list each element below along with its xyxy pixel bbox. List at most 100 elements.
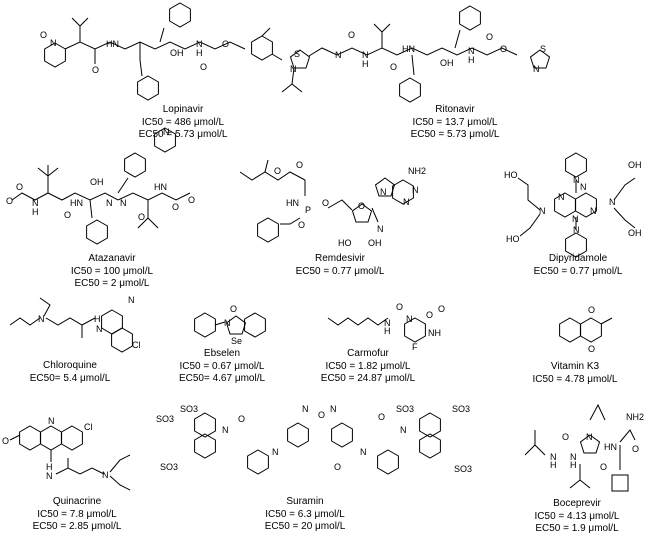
svg-text:O: O xyxy=(500,44,507,54)
svg-text:HO: HO xyxy=(504,170,518,180)
ic50-value: IC50 = 1.82 μmol/L xyxy=(325,360,411,372)
ec50-value: EC50 = 5.73 μmol/L xyxy=(410,129,500,140)
svg-text:N: N xyxy=(272,447,279,457)
svg-text:H: H xyxy=(94,314,101,324)
svg-text:H: H xyxy=(550,460,557,470)
svg-text:O: O xyxy=(2,436,9,446)
svg-text:H: H xyxy=(384,326,391,336)
ec50-value: EC50 = 20 μmol/L xyxy=(264,521,346,532)
svg-text:N: N xyxy=(32,198,39,208)
compound-name: Ebselen xyxy=(203,348,241,359)
ritonavir-structure: SN NO NH OHN OH NH OO SN xyxy=(281,5,550,103)
chloroquine-structure: N HN NCl xyxy=(9,295,141,353)
svg-text:HN: HN xyxy=(106,39,119,49)
svg-text:H: H xyxy=(46,462,53,472)
svg-text:N: N xyxy=(539,206,546,216)
svg-text:SO3: SO3 xyxy=(160,462,178,472)
lopinavir-caption: Lopinavir IC50 = 486 μmol/L EC50 = 5.73 … xyxy=(139,104,228,142)
svg-text:N: N xyxy=(302,404,309,414)
svg-text:N: N xyxy=(128,295,135,305)
svg-text:O: O xyxy=(632,444,639,454)
svg-text:O: O xyxy=(172,202,179,212)
svg-text:N: N xyxy=(48,416,55,426)
svg-text:O: O xyxy=(6,196,13,206)
svg-text:O: O xyxy=(40,30,47,40)
svg-text:S: S xyxy=(294,49,300,59)
svg-text:N: N xyxy=(38,314,45,324)
ic50-value: IC50 = 7.8 μmol/L xyxy=(37,508,117,520)
svg-text:O: O xyxy=(588,344,595,354)
svg-text:O: O xyxy=(396,302,403,312)
svg-text:N: N xyxy=(590,206,597,216)
svg-text:N: N xyxy=(222,425,229,435)
svg-text:N: N xyxy=(412,185,419,195)
svg-text:Cl: Cl xyxy=(132,340,141,350)
svg-text:OH: OH xyxy=(628,160,642,170)
svg-text:O: O xyxy=(92,65,99,75)
svg-text:O: O xyxy=(16,182,23,192)
compound-name: Vitamin K3 xyxy=(550,361,600,372)
svg-text:SO3: SO3 xyxy=(180,404,198,414)
svg-text:S: S xyxy=(540,44,546,54)
svg-text:H: H xyxy=(32,207,39,217)
svg-text:N: N xyxy=(46,471,53,481)
svg-text:SO3: SO3 xyxy=(156,414,174,424)
svg-text:O: O xyxy=(318,410,325,420)
ritonavir-caption: Ritonavir IC50 = 13.7 μmol/L EC50 = 5.73… xyxy=(411,104,500,142)
svg-text:HN: HN xyxy=(286,198,299,208)
compound-name: Carmofur xyxy=(347,348,389,359)
ec50-value: EC50 = 24.87 μmol/L xyxy=(320,373,416,384)
compound-name: Boceprevir xyxy=(553,498,601,509)
compound-name: Lopinavir xyxy=(162,104,204,115)
svg-text:N: N xyxy=(330,404,337,414)
svg-text:H: H xyxy=(196,48,203,58)
svg-text:OH: OH xyxy=(170,48,184,58)
svg-text:O: O xyxy=(200,62,207,72)
ec50-value: EC50 = 2 μmol/L xyxy=(74,278,150,289)
chloroquine-caption: Chloroquine EC50= 5.4 μmol/L xyxy=(30,360,111,385)
svg-text:N: N xyxy=(120,198,127,208)
svg-text:O: O xyxy=(322,198,329,208)
svg-text:O: O xyxy=(588,305,595,315)
svg-text:N: N xyxy=(163,127,170,137)
ec50-value: EC50= 5.4 μmol/L xyxy=(29,372,111,384)
svg-text:HN: HN xyxy=(70,198,83,208)
svg-text:HN: HN xyxy=(154,182,167,192)
svg-text:HO: HO xyxy=(506,234,520,244)
quinacrine-caption: Quinacrine IC50 = 7.8 μmol/L EC50 = 2.85… xyxy=(33,496,122,534)
svg-text:O: O xyxy=(348,30,355,40)
suramin-caption: Suramin IC50 = 6.3 μmol/L EC50 = 20 μmol… xyxy=(265,496,346,534)
svg-text:O: O xyxy=(138,212,145,222)
svg-text:N: N xyxy=(572,214,579,224)
svg-text:OH: OH xyxy=(368,238,382,248)
ic50-value: IC50 = 6.3 μmol/L xyxy=(265,508,345,520)
svg-text:N: N xyxy=(102,470,109,480)
svg-text:N: N xyxy=(196,39,203,49)
compound-name: Atazanavir xyxy=(88,253,136,264)
ebselen-caption: Ebselen IC50 = 0.67 μmol/L EC50= 4.67 μm… xyxy=(179,348,265,386)
svg-text:O: O xyxy=(64,210,71,220)
svg-text:N: N xyxy=(377,224,384,234)
svg-text:O: O xyxy=(334,462,341,472)
vitamin-k3-caption: Vitamin K3 IC50 = 4.78 μmol/L xyxy=(533,361,618,386)
svg-text:O: O xyxy=(562,432,569,442)
svg-text:N: N xyxy=(106,198,113,208)
svg-text:N: N xyxy=(586,432,593,442)
svg-text:N: N xyxy=(570,452,577,462)
atazanavir-caption: Atazanavir IC50 = 100 μmol/L EC50 = 2 μm… xyxy=(71,253,153,291)
svg-text:O: O xyxy=(274,166,281,176)
ec50-value: EC50 = 2.85 μmol/L xyxy=(32,521,122,532)
ec50-value: EC50 = 0.77 μmol/L xyxy=(295,265,385,277)
svg-text:N: N xyxy=(558,192,565,202)
compound-name: Suramin xyxy=(286,496,324,507)
ic50-value: IC50 = 0.67 μmol/L xyxy=(179,360,265,372)
svg-text:SO3: SO3 xyxy=(454,464,472,474)
svg-text:O: O xyxy=(438,304,445,314)
svg-text:N: N xyxy=(380,187,387,197)
svg-text:N: N xyxy=(335,50,342,60)
svg-text:O: O xyxy=(238,414,245,424)
